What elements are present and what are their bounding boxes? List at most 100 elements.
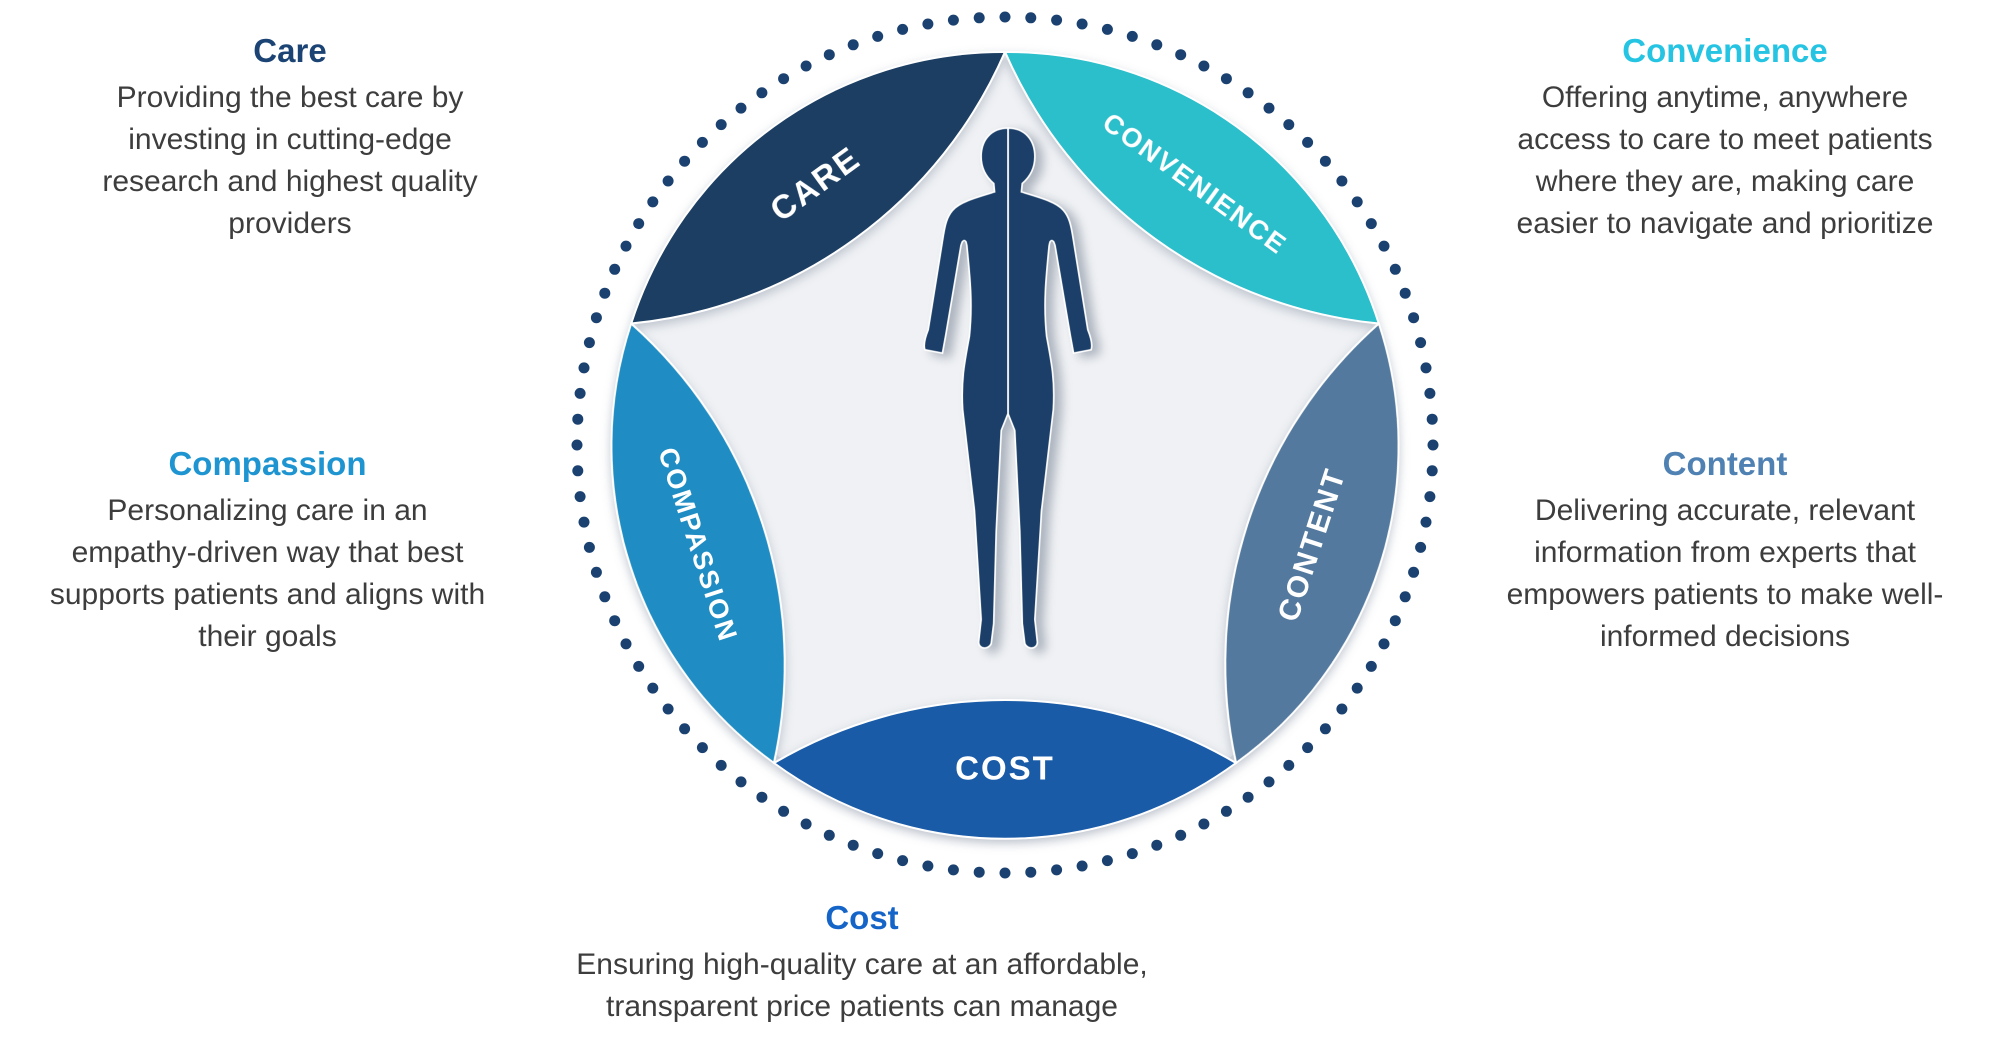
ring-dot — [1101, 23, 1113, 35]
ring-dot — [1126, 30, 1138, 42]
dot-ring — [571, 11, 1439, 879]
ring-dot — [1051, 14, 1063, 26]
ring-dot — [847, 839, 859, 851]
ring-dot — [1351, 196, 1363, 208]
ring-dot — [1408, 312, 1420, 324]
ring-dot — [778, 73, 790, 85]
ring-dot — [583, 337, 595, 349]
ring-dot — [574, 491, 586, 503]
ring-dot — [1415, 541, 1427, 553]
ring-dot — [1101, 855, 1113, 867]
ring-dot — [897, 855, 909, 867]
ring-dot — [1319, 155, 1331, 167]
ring-dot — [947, 864, 959, 876]
ring-dot — [696, 136, 708, 148]
ring-dot — [1151, 839, 1163, 851]
ring-dot — [590, 312, 602, 324]
ring-dot — [847, 39, 859, 51]
ring-dot — [897, 23, 909, 35]
ring-dot — [1283, 119, 1295, 131]
ring-dot — [572, 465, 584, 477]
section-compassion-body: Personalizing care in an empathy-driven … — [49, 493, 486, 653]
ring-dot — [647, 196, 659, 208]
ring-dot — [1126, 848, 1138, 860]
ring-dot — [633, 660, 645, 672]
ring-dot — [662, 703, 674, 715]
section-care-body: Providing the best care by investing in … — [102, 80, 478, 240]
ring-dot — [756, 791, 768, 803]
ring-dot — [735, 776, 747, 788]
ring-dot — [1025, 12, 1037, 24]
ring-dot — [872, 848, 884, 860]
ring-dot — [662, 175, 674, 187]
ring-dot — [1378, 240, 1390, 252]
ring-dot — [922, 860, 934, 872]
ring-dot — [1336, 703, 1348, 715]
section-compassion-heading: Compassion — [168, 445, 367, 482]
petal-content — [1224, 321, 1400, 765]
ring-dot — [696, 742, 708, 754]
ring-dot — [578, 516, 590, 528]
ring-dot — [572, 413, 584, 425]
ring-dot — [735, 102, 747, 114]
ring-dot — [1426, 413, 1438, 425]
ring-dot — [1302, 136, 1314, 148]
ring-dot — [800, 818, 812, 830]
ring-dot — [574, 387, 586, 399]
ring-dot — [1242, 87, 1254, 99]
ring-dot — [609, 615, 621, 627]
section-convenience-heading: Convenience — [1622, 32, 1828, 69]
ring-dot — [999, 867, 1011, 879]
ring-dot — [583, 541, 595, 553]
ring-dot — [922, 18, 934, 30]
ring-dot — [1378, 638, 1390, 650]
ring-dot — [872, 30, 884, 42]
section-convenience: Convenience Offering anytime, anywhere a… — [1445, 30, 2000, 245]
ring-dot — [571, 439, 583, 451]
ring-dot — [1198, 60, 1210, 72]
ring-dot — [1175, 49, 1187, 61]
petal-compassion — [610, 321, 786, 765]
ring-dot — [1220, 73, 1232, 85]
section-care-heading: Care — [253, 32, 327, 69]
ring-dot — [1025, 866, 1037, 878]
ring-dot — [973, 866, 985, 878]
section-cost: Cost Ensuring high-quality care at an af… — [412, 897, 1312, 1028]
ring-dot — [1319, 723, 1331, 735]
ring-dot — [647, 682, 659, 694]
ring-dot — [1302, 742, 1314, 754]
ring-dot — [715, 759, 727, 771]
ring-dot — [633, 218, 645, 230]
petal-label-cost: COST — [955, 750, 1055, 787]
section-cost-body: Ensuring high-quality care at an afforda… — [576, 947, 1148, 1023]
section-convenience-body: Offering anytime, anywhere access to car… — [1516, 80, 1934, 240]
ring-dot — [599, 591, 611, 603]
section-content-body: Delivering accurate, relevant informatio… — [1506, 493, 1944, 653]
ring-dot — [1399, 591, 1411, 603]
ring-dot — [679, 155, 691, 167]
human-silhouette — [923, 127, 1093, 649]
ring-dot — [1415, 337, 1427, 349]
ring-dot — [1408, 566, 1420, 578]
ring-dot — [1424, 387, 1436, 399]
ring-dot — [999, 11, 1011, 23]
ring-dot — [1420, 516, 1432, 528]
ring-dot — [1426, 465, 1438, 477]
ring-dot — [1198, 818, 1210, 830]
ring-dot — [947, 14, 959, 26]
ring-dot — [590, 566, 602, 578]
ring-dot — [620, 240, 632, 252]
section-content-heading: Content — [1662, 445, 1788, 482]
petal-convenience — [1003, 50, 1381, 325]
ring-dot — [679, 723, 691, 735]
ring-dot — [620, 638, 632, 650]
petal-cost — [772, 699, 1238, 840]
ring-dot — [1336, 175, 1348, 187]
petal-care — [629, 50, 1007, 325]
ring-dot — [578, 362, 590, 374]
ring-dot — [1424, 491, 1436, 503]
ring-dot — [1220, 805, 1232, 817]
section-care: Care Providing the best care by investin… — [40, 30, 540, 245]
